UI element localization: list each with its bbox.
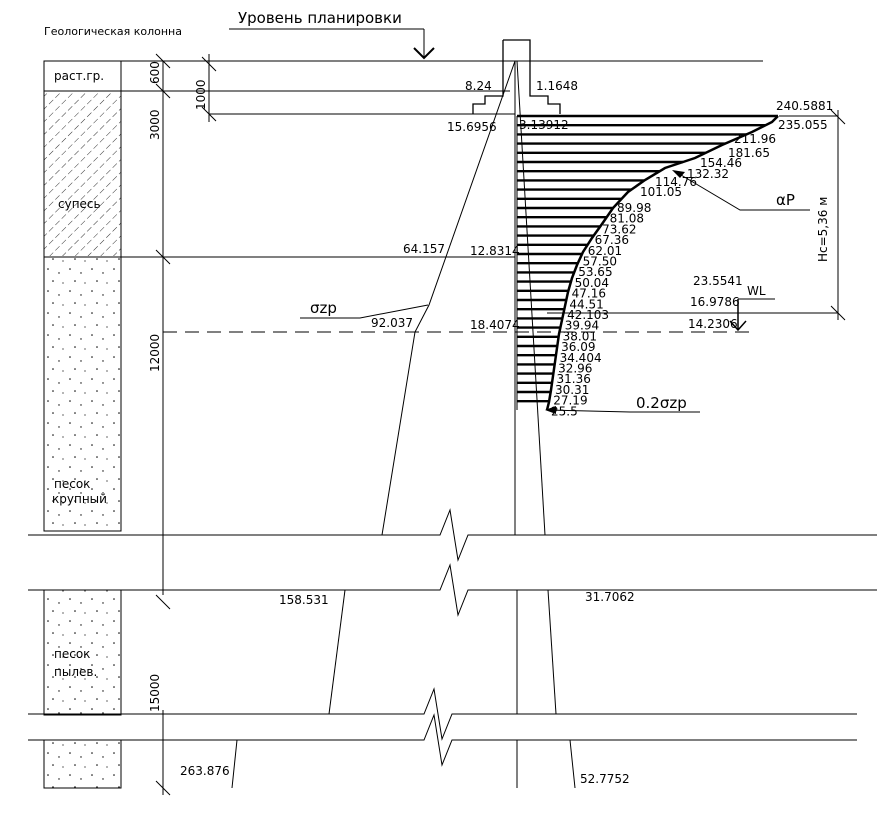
epure-value-label: 81.08 bbox=[610, 212, 644, 226]
epure-value-label: 89.98 bbox=[617, 201, 651, 215]
annotation-leaders bbox=[300, 171, 810, 413]
epure-value-label: 62.01 bbox=[588, 244, 622, 258]
thickness-12000: 12000 bbox=[148, 334, 162, 372]
foundation-depth-dimension bbox=[201, 54, 515, 122]
epure-value-label: 38.01 bbox=[563, 329, 597, 343]
zg-value-top: 8.24 bbox=[465, 79, 492, 93]
zg-value-layer2: 64.157 bbox=[403, 242, 445, 256]
foundation bbox=[472, 39, 561, 114]
thickness-600: 600 bbox=[148, 61, 162, 84]
epure-value-label: 53.65 bbox=[578, 265, 612, 279]
epure-value-label: 73.62 bbox=[602, 222, 636, 236]
epure-value-label: 39.94 bbox=[565, 319, 599, 333]
epure-value-label: 44.51 bbox=[569, 297, 603, 311]
alpha-p-label: αP bbox=[776, 191, 795, 209]
zg-value-bottom: 263.876 bbox=[180, 764, 230, 778]
epure-top-value: 240.5881 bbox=[776, 99, 833, 113]
hc-label: Hc=5,36 м bbox=[816, 197, 830, 262]
epure-value-label: 50.04 bbox=[575, 276, 609, 290]
geological-column bbox=[43, 60, 122, 789]
water-level-marker bbox=[729, 298, 775, 332]
epure-value-label: 42.103 bbox=[567, 308, 609, 322]
epure-value-label: 36.09 bbox=[561, 340, 595, 354]
pressure-epure-hatch bbox=[517, 114, 778, 403]
epure-value-label: 34.404 bbox=[560, 351, 602, 365]
sigma02-arrow bbox=[545, 406, 556, 414]
zg-value-found: 15.6956 bbox=[447, 120, 497, 134]
epure-value-label: 57.50 bbox=[583, 255, 617, 269]
planning-level bbox=[44, 28, 763, 62]
sigma02-label: 0.2σzp bbox=[636, 394, 687, 412]
epure-top-value: 154.46 bbox=[700, 156, 742, 170]
hc-dimension bbox=[779, 109, 846, 321]
pressure-epure-curve bbox=[545, 115, 779, 411]
thickness-3000: 3000 bbox=[148, 109, 162, 140]
epure-value-label: 47.16 bbox=[572, 287, 606, 301]
epure-value-label: 25.5 bbox=[551, 404, 578, 418]
layer-boundaries bbox=[44, 90, 838, 333]
foundation-depth: 1000 bbox=[194, 79, 208, 110]
layer-name-silty-sand-line2: пылев. bbox=[54, 665, 97, 679]
layer-name-topsoil: раст.гр. bbox=[54, 69, 104, 83]
layer-name-sandy-loam: супесь bbox=[58, 197, 101, 211]
epure-top-value: 181.65 bbox=[728, 146, 770, 160]
zg02-value-top: 1.1648 bbox=[536, 79, 578, 93]
foundation-axis bbox=[514, 61, 518, 788]
wl-value: 16.9786 bbox=[690, 295, 740, 309]
zg02-value-wl: 18.4074 bbox=[470, 318, 520, 332]
epure-top-value: 211.96 bbox=[734, 132, 776, 146]
epure-value-labels: 89.9881.0873.6267.3662.0157.5053.6550.04… bbox=[551, 201, 651, 418]
epure-top-value: 235.055 bbox=[778, 118, 828, 132]
layer-name-coarse-sand-line1: песок bbox=[54, 477, 90, 491]
zg02-value-bottom: 52.7752 bbox=[580, 772, 630, 786]
zg-value-layer3: 158.531 bbox=[279, 593, 329, 607]
epure-value-label: 67.36 bbox=[595, 233, 629, 247]
wl-value: 14.2306 bbox=[688, 317, 738, 331]
planning-level-label: Уровень планировки bbox=[238, 9, 402, 27]
sigma-zg-epure bbox=[231, 60, 576, 789]
epure-value-label: 30.31 bbox=[555, 383, 589, 397]
zg02-value-found: 3.13912 bbox=[519, 118, 569, 132]
wl-value: 23.5541 bbox=[693, 274, 743, 288]
epure-top-value: 114.76 bbox=[655, 175, 697, 189]
zg02-value-layer3: 31.7062 bbox=[585, 590, 635, 604]
epure-value-label: 31.36 bbox=[557, 372, 591, 386]
sigma-zp-label: σzp bbox=[310, 299, 337, 317]
layer-name-coarse-sand-line2: крупный bbox=[52, 492, 107, 506]
break-lines bbox=[28, 508, 877, 767]
zg-value-wl: 92.037 bbox=[371, 316, 413, 330]
alpha-p-arrow bbox=[672, 170, 685, 178]
zg02-value-layer2: 12.8314 bbox=[470, 244, 520, 258]
diagram-title: Геологическая колонна bbox=[44, 25, 182, 38]
epure-value-label: 27.19 bbox=[553, 394, 587, 408]
epure-value-label: 32.96 bbox=[558, 362, 592, 376]
wl-label: WL bbox=[747, 284, 766, 298]
epure-top-value: 132.32 bbox=[687, 167, 729, 181]
epure-top-value: 101.05 bbox=[640, 185, 682, 199]
thickness-15000: 15000 bbox=[148, 674, 162, 712]
layer-name-silty-sand-line1: песок bbox=[54, 647, 90, 661]
